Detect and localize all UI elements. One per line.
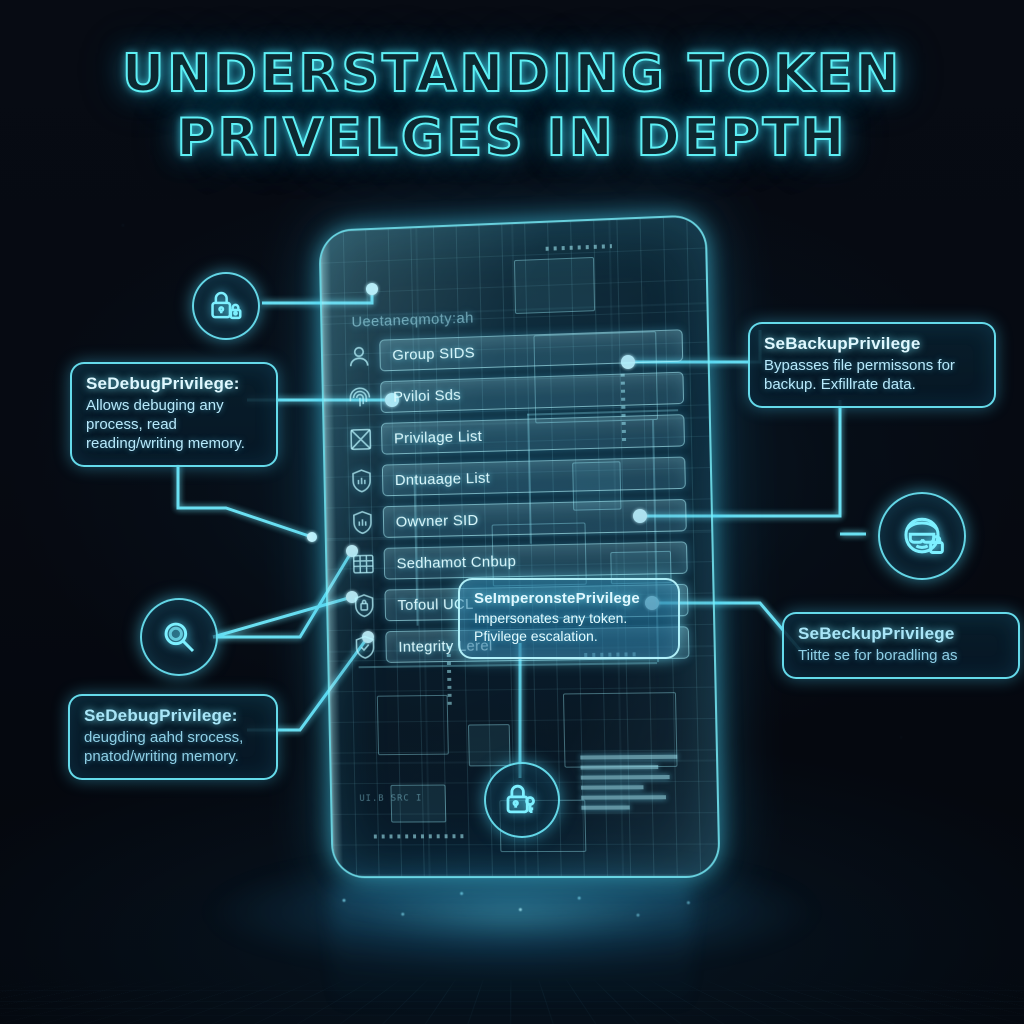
callout-title: SeDebugPrivilege: bbox=[84, 706, 238, 725]
callout-se-backup-privilege-bottom-right[interactable]: SeBeckupPrivilege Tiitte se for boradlin… bbox=[782, 612, 1020, 679]
masked-face-lock-icon bbox=[904, 517, 944, 554]
mask-badge-right[interactable] bbox=[878, 492, 966, 580]
page-title: UNDERSTANDING TOKEN PRIVELGES IN DEPTH bbox=[0, 42, 1024, 170]
callout-se-debug-privilege-top-left[interactable]: SeDebugPrivilege: Allows debuging any pr… bbox=[70, 362, 278, 467]
callout-body: Impersonates any token. Pfivilege escala… bbox=[474, 610, 628, 644]
search-badge-left[interactable] bbox=[140, 598, 218, 676]
callout-title: SeDebugPrivilege: bbox=[86, 374, 240, 393]
callout-body: Bypasses file permissons for backup. Exf… bbox=[764, 357, 955, 393]
callout-body: deugding aahd srocess, pnatod/writing me… bbox=[84, 729, 244, 765]
panel-reflection bbox=[332, 884, 692, 1014]
callout-se-backup-privilege-top-right[interactable]: SeBackupPrivilege Bypasses file permisso… bbox=[748, 322, 996, 408]
magnifier-icon bbox=[164, 622, 195, 653]
callout-se-impersonate-privilege-center[interactable]: SeImperonstePrivilege Impersonates any t… bbox=[458, 578, 680, 659]
callout-body: Allows debuging any process, read readin… bbox=[86, 397, 245, 452]
floor-particles bbox=[302, 882, 722, 928]
page-title-line-1: UNDERSTANDING TOKEN bbox=[121, 43, 902, 105]
padlock-icon bbox=[211, 291, 242, 320]
callout-title: SeBeckupPrivilege bbox=[798, 624, 955, 643]
page-title-line-2: PRIVELGES IN DEPTH bbox=[176, 107, 848, 169]
key-lock-badge-bottom[interactable] bbox=[484, 762, 560, 838]
lock-badge-top-left[interactable] bbox=[192, 272, 260, 340]
callout-body: Tiitte se for boradling as bbox=[798, 647, 958, 664]
callout-title: SeBackupPrivilege bbox=[764, 334, 921, 353]
callout-se-debug-privilege-bottom-left[interactable]: SeDebugPrivilege: deugding aahd srocess,… bbox=[68, 694, 278, 780]
padlock-key-icon bbox=[506, 784, 535, 814]
callout-title: SeImperonstePrivilege bbox=[474, 590, 640, 607]
